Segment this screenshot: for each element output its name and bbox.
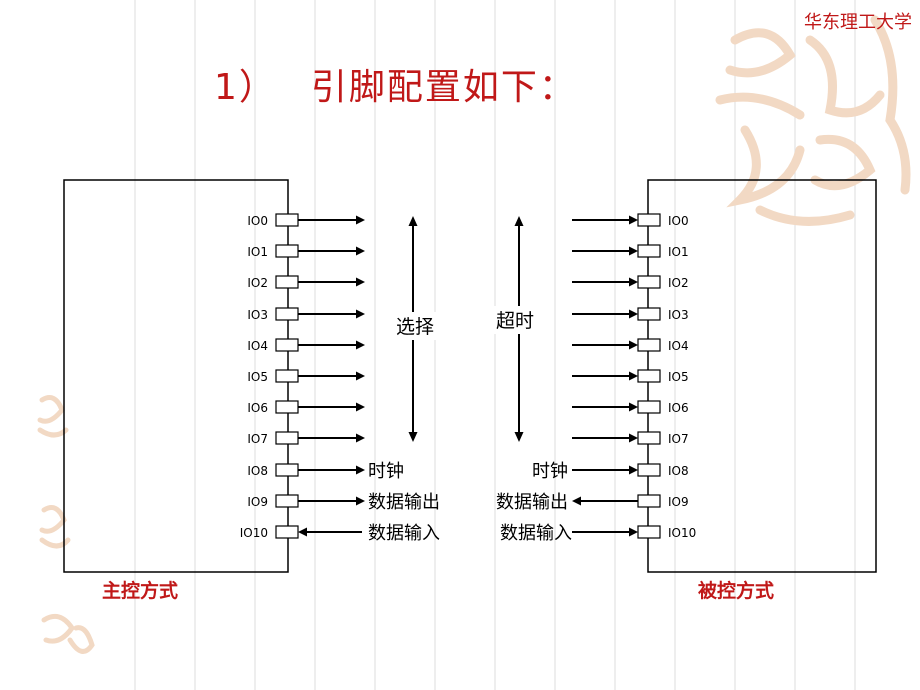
master-out-arrow-head <box>356 277 365 287</box>
master-pin-label: IO8 <box>247 464 268 478</box>
slide-title: 1） 引脚配置如下： <box>214 58 577 110</box>
master-out-arrow-head <box>356 465 365 475</box>
slave-in-arrow-head <box>629 309 638 319</box>
calligraphy-seal-icon <box>715 15 911 226</box>
master-pin-connector <box>275 400 299 414</box>
timeout-label-bg <box>494 306 542 334</box>
master-pin-label: IO3 <box>247 308 268 322</box>
slave-pin-connector <box>637 338 661 352</box>
slave-in-arrow-head <box>629 246 638 256</box>
slave-in-arrow-head <box>629 215 638 225</box>
master-pin-connector <box>275 244 299 258</box>
master-pin-label: IO7 <box>247 432 268 446</box>
slave-clock-label: 时钟 <box>532 461 568 482</box>
slave-pin-label: IO2 <box>668 276 689 290</box>
timeout-range-arrow-top <box>514 216 524 226</box>
slave-pin-label: IO6 <box>668 401 689 415</box>
master-pin-connector <box>275 213 299 227</box>
slave-out-arrow-head <box>572 496 581 506</box>
master-out-arrow-head <box>356 309 365 319</box>
slave-pin-connector <box>637 494 661 508</box>
master-pin-label: IO4 <box>247 339 268 353</box>
slave-pin-connector <box>637 431 661 445</box>
slave-in-arrow-head <box>629 465 638 475</box>
master-clock-label: 时钟 <box>368 461 404 482</box>
slave-pin-label: IO8 <box>668 464 689 478</box>
select-label: 选择 <box>396 316 434 338</box>
master-pin-label: IO0 <box>247 214 268 228</box>
master-out-arrow-head <box>356 496 365 506</box>
master-in-arrow-head <box>298 527 307 537</box>
master-data-in-label: 数据输入 <box>368 523 440 544</box>
master-pin-label: IO9 <box>247 495 268 509</box>
timeout-label: 超时 <box>496 310 534 332</box>
master-pin-label: IO2 <box>247 276 268 290</box>
slave-data-out-label: 数据输出 <box>496 492 568 513</box>
slave-pin-label: IO3 <box>668 308 689 322</box>
master-out-arrow-head <box>356 433 365 443</box>
slave-pin-connector <box>637 275 661 289</box>
select-range-arrow-top <box>408 216 418 226</box>
slave-in-arrow-head <box>629 402 638 412</box>
select-range-arrow-bottom <box>408 432 418 442</box>
title-number: 1） <box>214 67 277 108</box>
slave-pin-label: IO9 <box>668 495 689 509</box>
master-pin-connector <box>275 525 299 539</box>
master-mode-label: 主控方式 <box>102 580 179 602</box>
master-pin-label: IO5 <box>247 370 268 384</box>
master-pin-connector <box>275 494 299 508</box>
slave-pin-label: IO7 <box>668 432 689 446</box>
slave-in-arrow-head <box>629 277 638 287</box>
master-pin-connector <box>275 369 299 383</box>
master-pin-label: IO1 <box>247 245 268 259</box>
master-out-arrow-head <box>356 246 365 256</box>
slave-pin-connector <box>637 525 661 539</box>
master-pin-label: IO6 <box>247 401 268 415</box>
university-name: 华东理工大学 <box>804 12 912 33</box>
slave-pin-label: IO5 <box>668 370 689 384</box>
select-label-bg <box>392 312 440 340</box>
slave-pin-connector <box>637 213 661 227</box>
slave-pin-connector <box>637 369 661 383</box>
slave-in-arrow-head <box>629 371 638 381</box>
slave-pin-label: IO4 <box>668 339 689 353</box>
master-pin-connector <box>275 307 299 321</box>
master-out-arrow-head <box>356 402 365 412</box>
master-out-arrow-head <box>356 340 365 350</box>
master-pin-connector <box>275 431 299 445</box>
slave-in-arrow-head <box>629 527 638 537</box>
slave-pin-connector <box>637 463 661 477</box>
master-pin-label: IO10 <box>240 526 268 540</box>
slave-pin-connector <box>637 307 661 321</box>
slave-pin-label: IO1 <box>668 245 689 259</box>
master-pin-connector <box>275 275 299 289</box>
slave-mode-label: 被控方式 <box>698 580 775 602</box>
master-out-arrow-head <box>356 371 365 381</box>
slave-pin-connector <box>637 400 661 414</box>
slave-in-arrow-head <box>629 340 638 350</box>
title-text: 引脚配置如下： <box>310 67 577 108</box>
slave-data-in-label: 数据输入 <box>500 523 572 544</box>
slave-in-arrow-head <box>629 433 638 443</box>
timeout-range-arrow-bottom <box>514 432 524 442</box>
slave-pin-label: IO0 <box>668 214 689 228</box>
master-data-out-label: 数据输出 <box>368 492 440 513</box>
slave-pin-connector <box>637 244 661 258</box>
master-out-arrow-head <box>356 215 365 225</box>
master-pin-connector <box>275 338 299 352</box>
master-pin-connector <box>275 463 299 477</box>
slave-pin-label: IO10 <box>668 526 696 540</box>
